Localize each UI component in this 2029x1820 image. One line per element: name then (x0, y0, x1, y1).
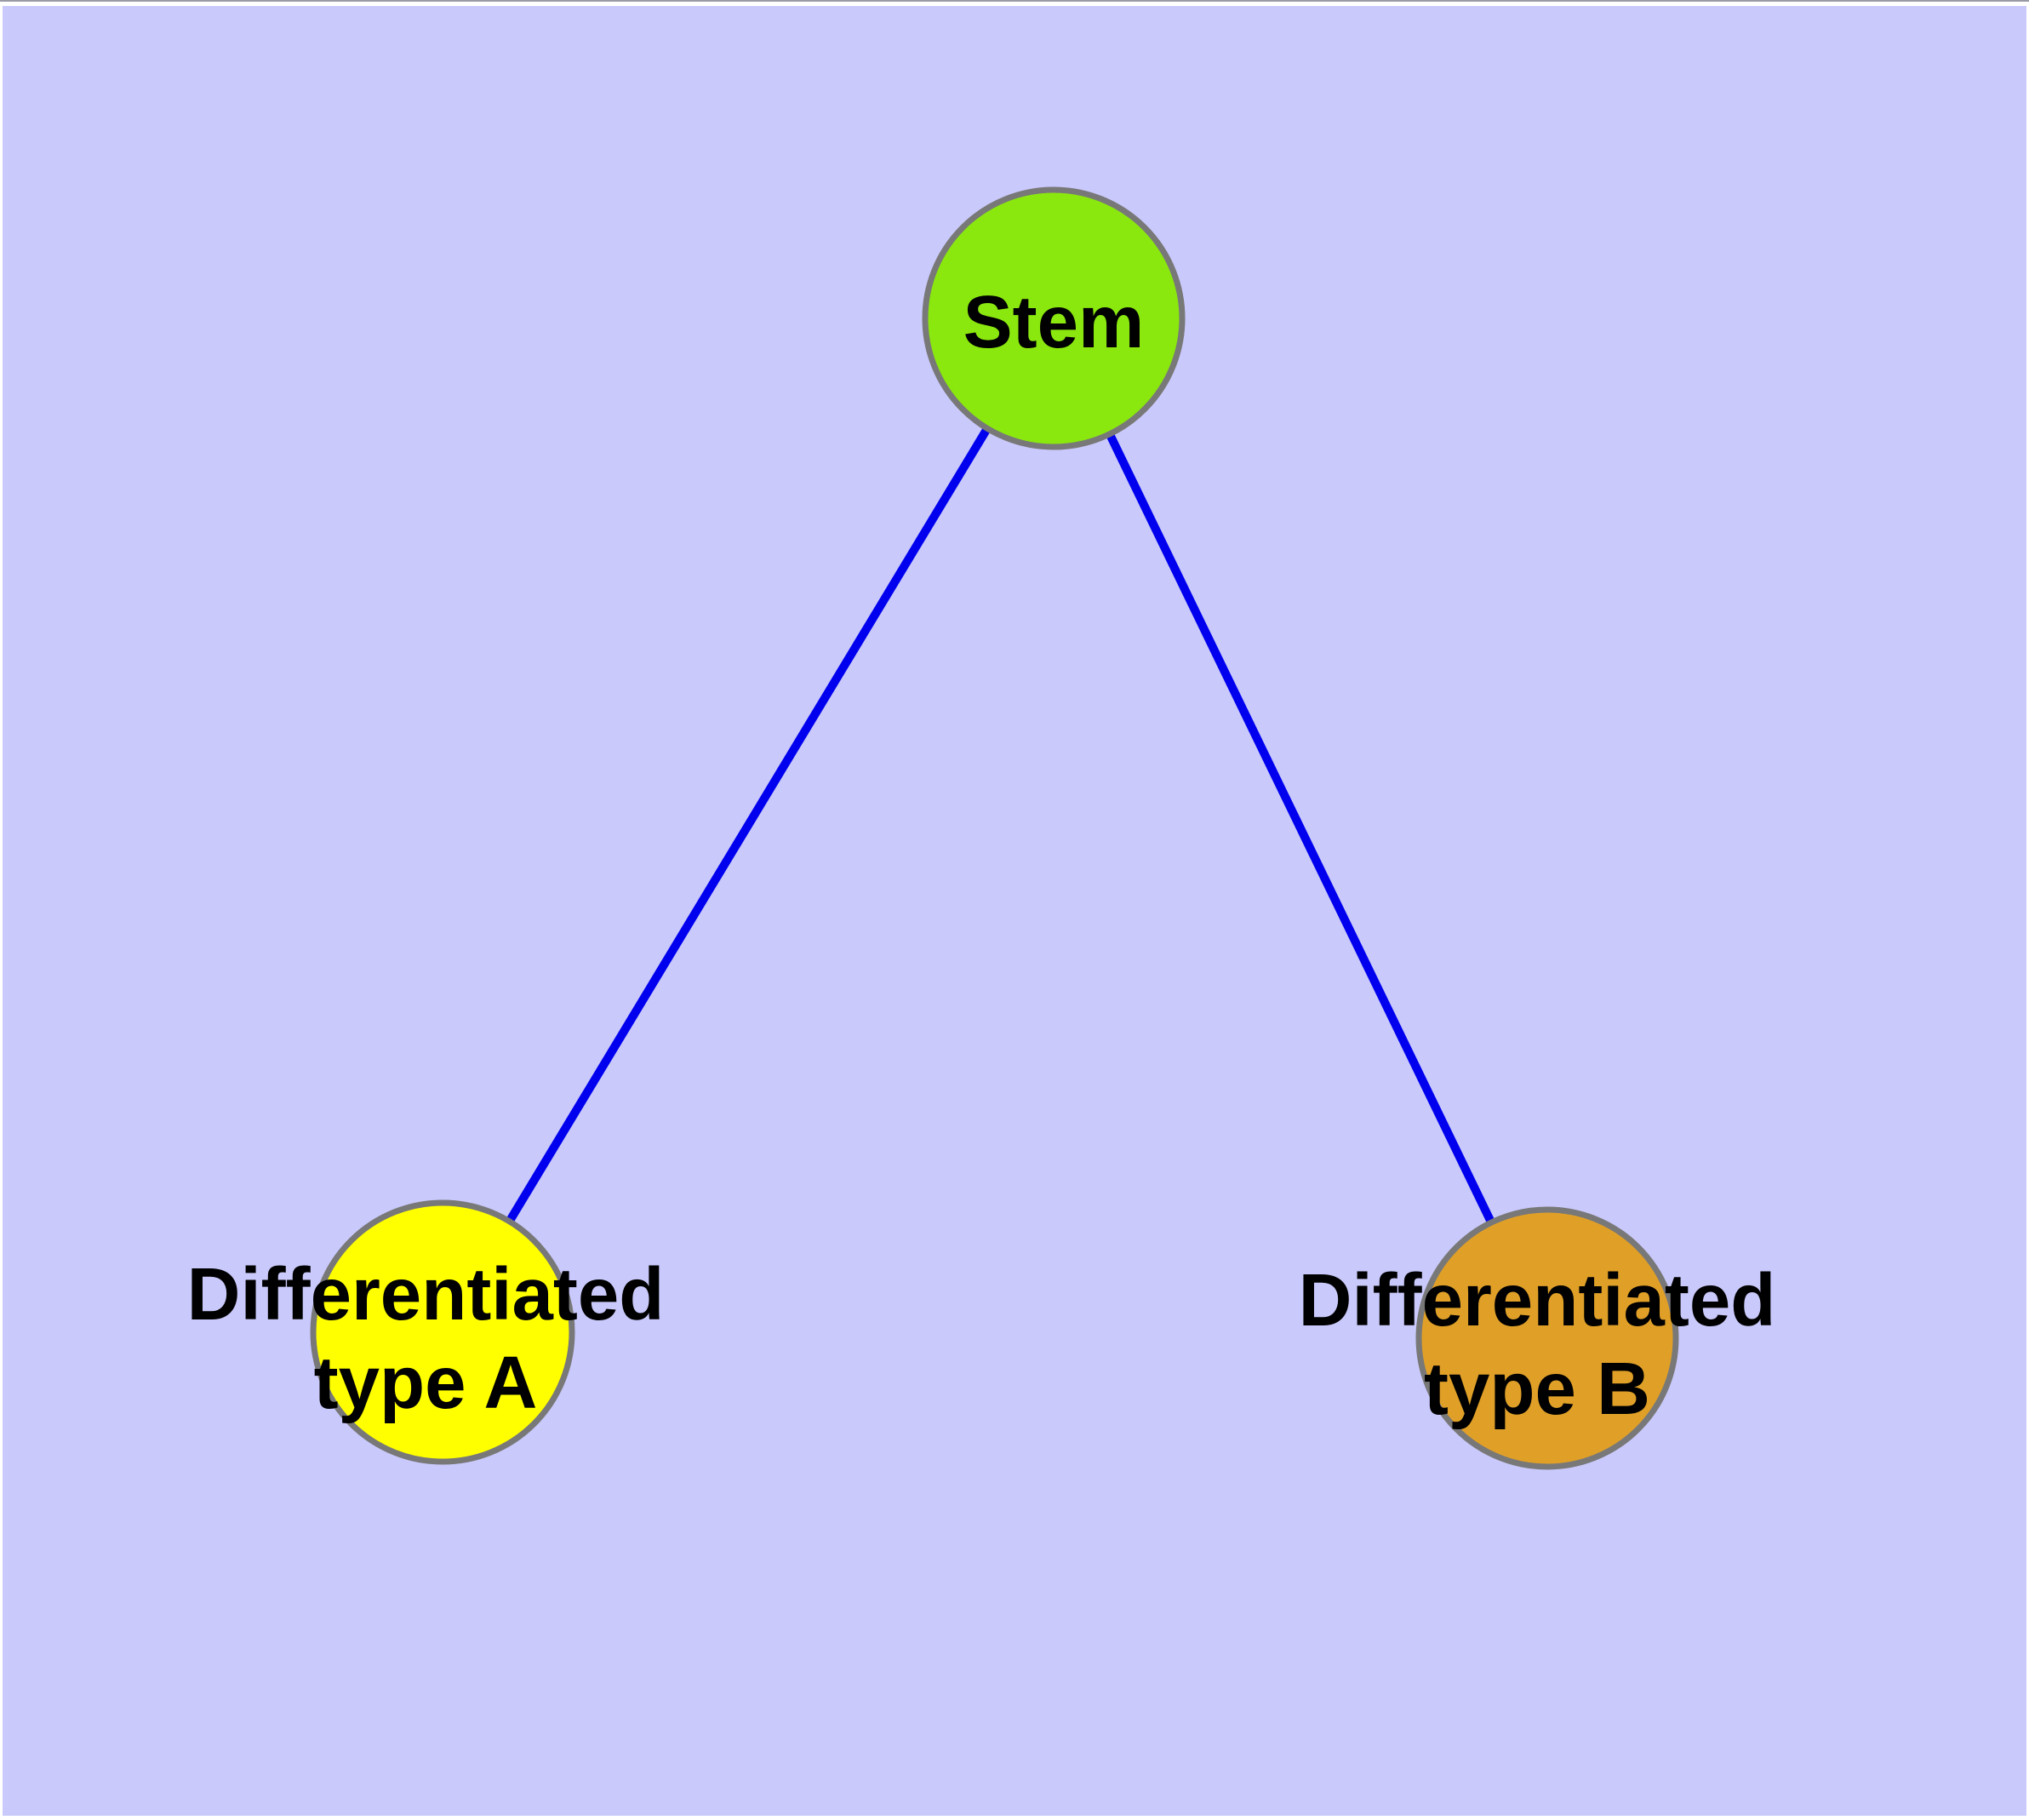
node-type-b-label: Differentiated type B (1299, 1256, 1776, 1434)
node-type-a-label-line2: type A (313, 1342, 538, 1424)
node-stem-label: Stem (963, 281, 1145, 363)
canvas-top-edge (0, 0, 2029, 2)
node-type-a-label: Differentiated type A (187, 1251, 665, 1428)
edge-stem-to-type-b (1049, 316, 1552, 1341)
node-type-a-label-line1: Differentiated (186, 1253, 665, 1336)
node-stem (922, 186, 1186, 450)
node-type-b-label-line1: Differentiated (1298, 1259, 1776, 1342)
node-differentiated-type-b (1415, 1206, 1679, 1470)
edge-stem-to-type-a (438, 316, 1058, 1335)
node-differentiated-type-a (310, 1199, 575, 1465)
node-type-b-label-line2: type B (1424, 1348, 1650, 1430)
